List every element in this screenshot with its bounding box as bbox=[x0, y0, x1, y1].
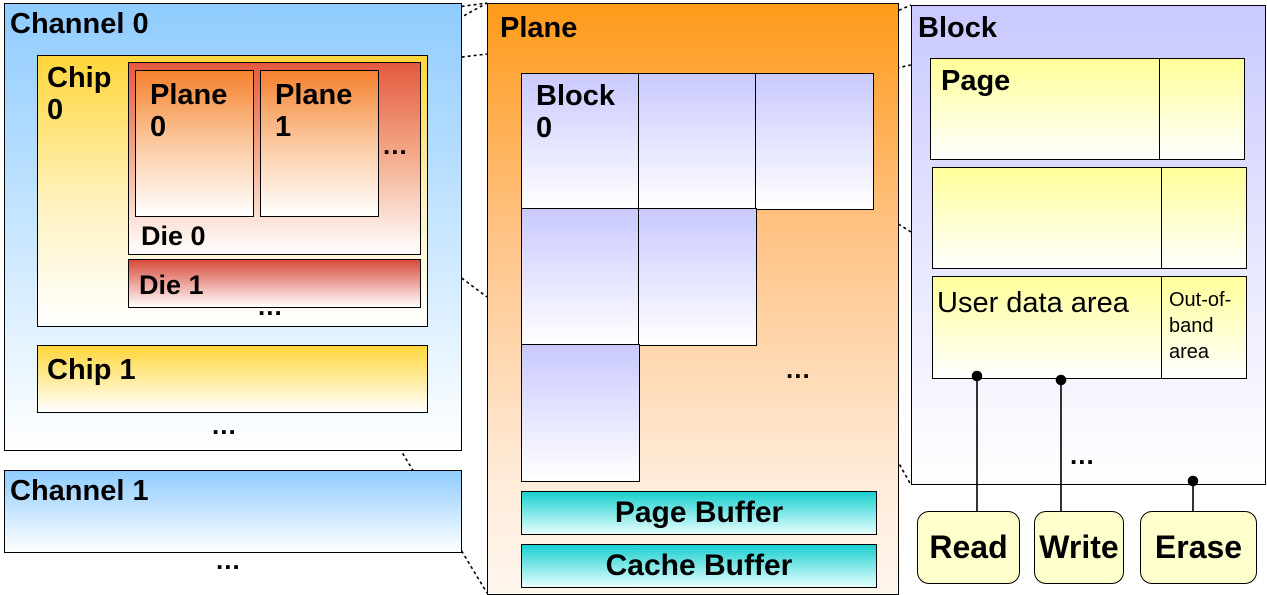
more-pages-ellipsis: ... bbox=[1070, 440, 1095, 470]
cache-buffer: Cache Buffer bbox=[521, 544, 877, 588]
die-1-title: Die 1 bbox=[139, 270, 204, 300]
chip-1-title: Chip 1 bbox=[47, 354, 136, 386]
more-planes-ellipsis: ... bbox=[383, 130, 408, 160]
chip-0-title: Chip 0 bbox=[47, 62, 111, 127]
page-0-title: Page bbox=[941, 65, 1011, 97]
more-blocks-ellipsis: ... bbox=[786, 354, 811, 384]
die-plane-1: Plane 1 bbox=[260, 70, 379, 217]
die-plane-0-title-line2: 0 bbox=[150, 111, 167, 144]
oob-area-label-line3: area bbox=[1169, 341, 1210, 363]
channel-0-title: Channel 0 bbox=[10, 8, 149, 40]
die-plane-0-title: Plane 0 bbox=[150, 79, 227, 144]
block-cell bbox=[638, 73, 757, 210]
block-0-title-line1: Block bbox=[536, 80, 615, 112]
chip-1: Chip 1 bbox=[37, 345, 428, 413]
block-0-title-line2: 0 bbox=[536, 112, 553, 145]
die-plane-0: Plane 0 bbox=[135, 70, 254, 217]
page-1 bbox=[932, 167, 1247, 269]
erase-button[interactable]: Erase bbox=[1140, 511, 1257, 584]
die-plane-1-title-line2: 1 bbox=[275, 111, 292, 144]
die-plane-0-title-line1: Plane bbox=[150, 79, 228, 111]
page-buffer: Page Buffer bbox=[521, 491, 877, 535]
die-plane-1-title-line1: Plane bbox=[275, 79, 353, 111]
die-0-title: Die 0 bbox=[141, 221, 206, 251]
block-cell bbox=[521, 344, 640, 482]
page-oob-divider bbox=[1161, 168, 1162, 268]
channel-1: Channel 1 bbox=[4, 470, 462, 553]
page-oob-divider bbox=[1159, 59, 1160, 159]
user-data-area-label: User data area bbox=[937, 287, 1129, 319]
block-cell bbox=[638, 208, 757, 346]
cache-buffer-label: Cache Buffer bbox=[605, 549, 793, 582]
oob-area-label-line1: Out-of- bbox=[1169, 289, 1232, 311]
block-cell bbox=[755, 73, 874, 210]
chip-0-title-line2: 0 bbox=[47, 94, 64, 127]
chip-0-title-line1: Chip bbox=[47, 62, 112, 94]
page-2: User data area Out-of- band area bbox=[932, 276, 1247, 379]
read-button[interactable]: Read bbox=[917, 511, 1020, 584]
channel-1-title: Channel 1 bbox=[10, 475, 149, 507]
block-0-title: Block 0 bbox=[536, 80, 615, 145]
page-oob-divider bbox=[1161, 277, 1162, 378]
plane-detail-title: Plane bbox=[500, 12, 578, 44]
die-1: Die 1 bbox=[128, 259, 421, 308]
more-chips-ellipsis: ... bbox=[212, 410, 237, 440]
more-channels-ellipsis: ... bbox=[216, 545, 241, 575]
page-0: Page bbox=[930, 58, 1245, 160]
block-0: Block 0 bbox=[521, 73, 640, 210]
write-button[interactable]: Write bbox=[1034, 511, 1124, 584]
page-buffer-label: Page Buffer bbox=[614, 496, 784, 529]
block-detail-title: Block bbox=[918, 12, 997, 44]
block-cell bbox=[521, 208, 640, 346]
oob-area-label-line2: band bbox=[1169, 315, 1214, 337]
die-plane-1-title: Plane 1 bbox=[275, 79, 352, 144]
more-dies-ellipsis: ... bbox=[258, 291, 283, 321]
oob-area-label: Out-of- band area bbox=[1169, 287, 1231, 365]
